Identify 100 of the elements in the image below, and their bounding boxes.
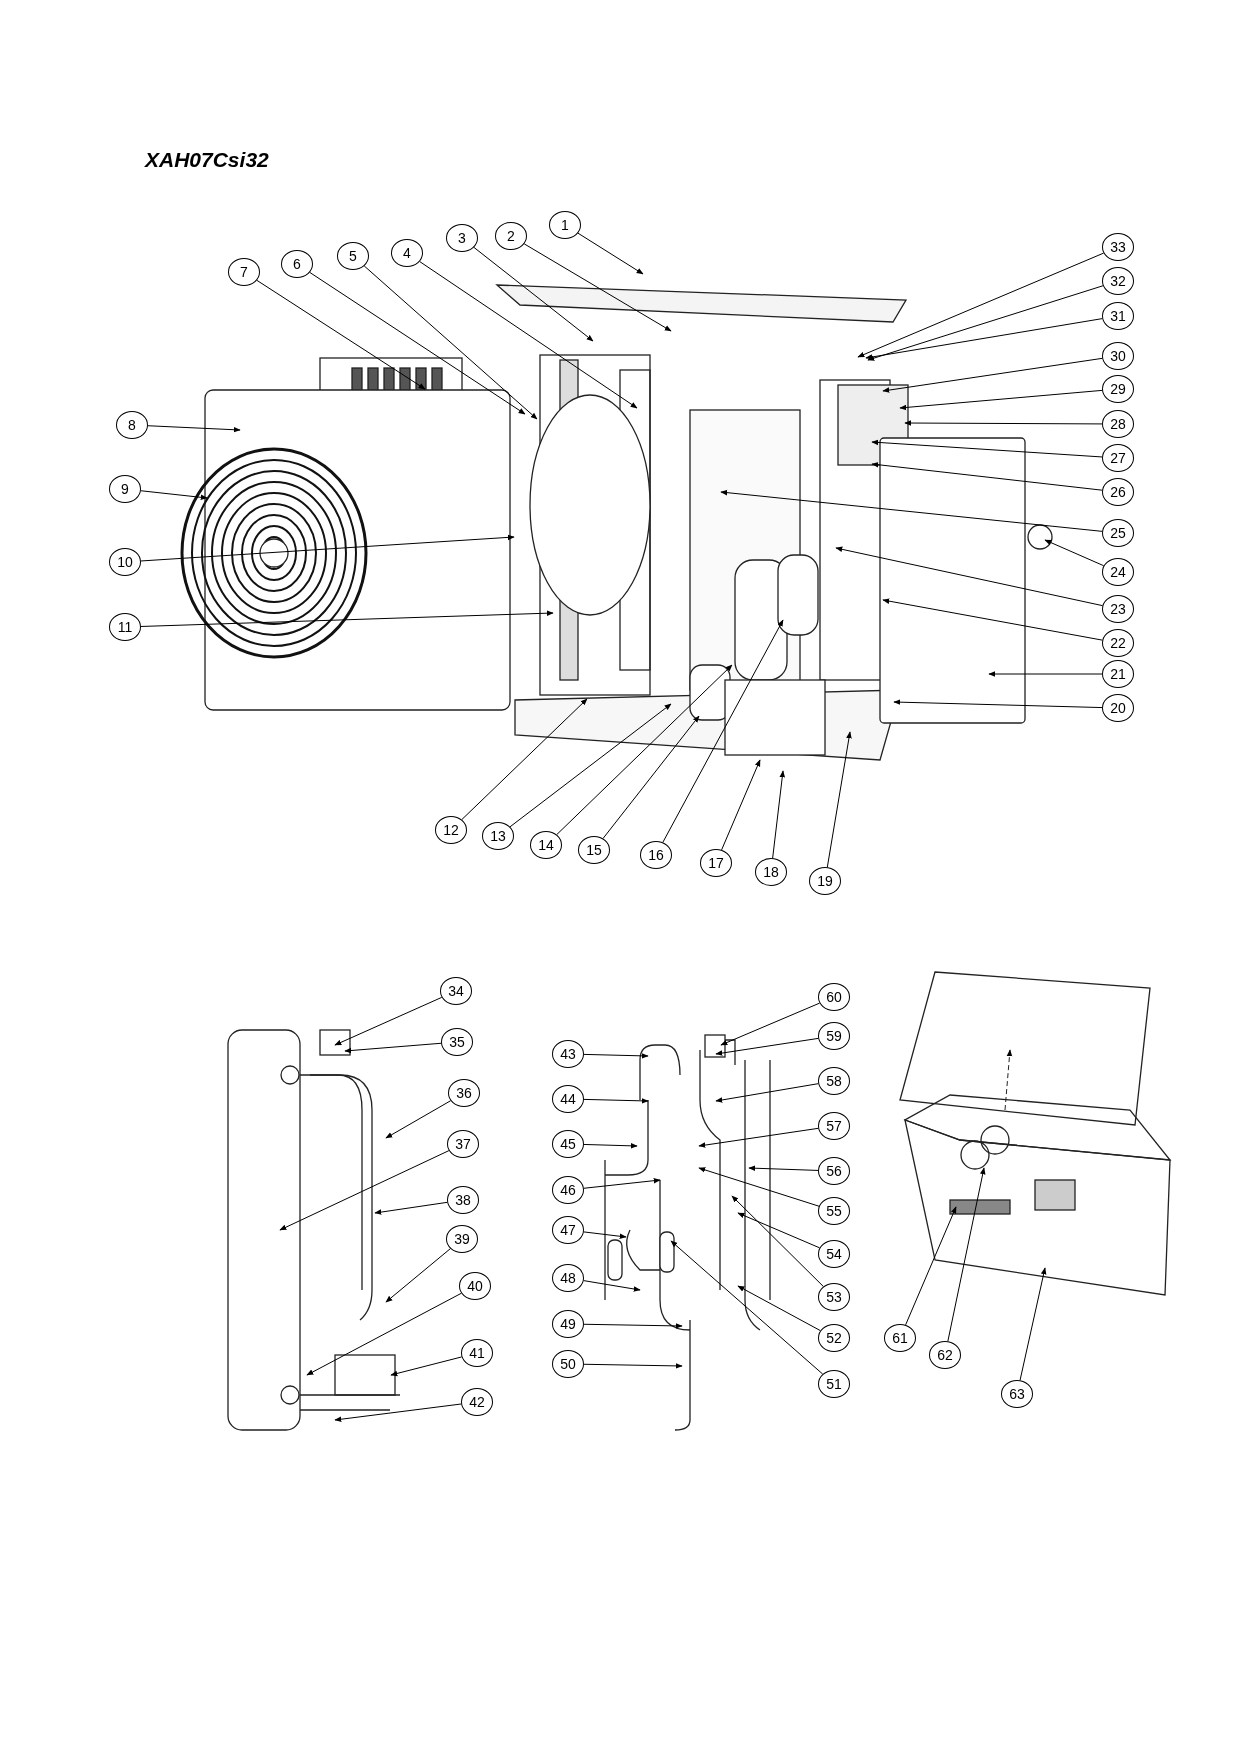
leader-line (583, 1053, 649, 1059)
callout-number: 55 (818, 1197, 850, 1225)
leader-line (344, 1042, 442, 1054)
model-title: XAH07Csi32 (145, 148, 269, 172)
callout-number: 21 (1102, 660, 1134, 688)
callout-number: 13 (482, 822, 514, 850)
leader-line (1019, 1267, 1047, 1381)
leader-line (1044, 539, 1105, 567)
leader-line (140, 490, 208, 501)
leader-line (334, 996, 443, 1046)
leader-line (509, 703, 672, 828)
callout-number: 33 (1102, 233, 1134, 261)
callout-number: 50 (552, 1350, 584, 1378)
callout-number: 57 (818, 1112, 850, 1140)
leader-line (731, 1195, 824, 1287)
leader-line (583, 1280, 641, 1292)
callout-number: 27 (1102, 444, 1134, 472)
callout-number: 19 (809, 867, 841, 895)
leader-line (390, 1356, 463, 1377)
leader-line (473, 246, 594, 342)
leader-line (871, 461, 1103, 491)
callout-number: 8 (116, 411, 148, 439)
leader-line (279, 1150, 450, 1231)
callout-number: 12 (435, 816, 467, 844)
leader-line (583, 1143, 638, 1149)
callout-number: 6 (281, 250, 313, 278)
leader-line (826, 731, 852, 868)
leader-line (772, 770, 786, 859)
leader-line (385, 1100, 452, 1139)
leader-line (835, 546, 1103, 607)
leader-line (698, 1127, 819, 1148)
callout-number: 46 (552, 1176, 584, 1204)
leader-line (882, 357, 1103, 393)
callout-number: 39 (446, 1225, 478, 1253)
callout-number: 18 (755, 858, 787, 886)
leader-line (947, 1167, 986, 1342)
callout-number: 25 (1102, 519, 1134, 547)
callout-number: 28 (1102, 410, 1134, 438)
leader-line (662, 619, 784, 843)
leader-line (602, 715, 700, 839)
callout-number: 22 (1102, 629, 1134, 657)
leader-line (140, 534, 515, 562)
leader-line (867, 285, 1104, 361)
leader-line (748, 1165, 819, 1171)
callout-number: 58 (818, 1067, 850, 1095)
leader-line (363, 265, 538, 420)
leader-line (147, 425, 241, 433)
callout-number: 3 (446, 224, 478, 252)
leader-line (857, 252, 1105, 358)
leader-line (905, 1206, 957, 1326)
callout-number: 20 (1102, 694, 1134, 722)
leader-line (583, 1363, 683, 1369)
leader-line (419, 261, 638, 409)
callout-number: 42 (461, 1388, 493, 1416)
leader-line (334, 1403, 462, 1422)
callout-number: 49 (552, 1310, 584, 1338)
callout-number: 10 (109, 548, 141, 576)
callout-number: 62 (929, 1341, 961, 1369)
leader-line (583, 1231, 627, 1239)
callout-number: 31 (1102, 302, 1134, 330)
leader-line (306, 1292, 462, 1376)
leader-line (893, 699, 1103, 709)
leader-line (882, 598, 1103, 641)
callout-number: 5 (337, 242, 369, 270)
callout-number: 2 (495, 222, 527, 250)
callout-number: 4 (391, 239, 423, 267)
leader-line (583, 1098, 649, 1104)
callout-number: 51 (818, 1370, 850, 1398)
leader-line (899, 389, 1103, 411)
callout-number: 29 (1102, 375, 1134, 403)
callout-number: 59 (818, 1022, 850, 1050)
leader-line (720, 489, 1103, 532)
leader-line (583, 1177, 661, 1189)
callout-number: 63 (1001, 1380, 1033, 1408)
callout-number: 45 (552, 1130, 584, 1158)
callout-number: 11 (109, 613, 141, 641)
leader-line (374, 1201, 448, 1215)
callout-number: 41 (461, 1339, 493, 1367)
callout-number: 14 (530, 831, 562, 859)
leader-line (556, 664, 733, 836)
callout-number: 17 (700, 849, 732, 877)
callout-number: 7 (228, 258, 260, 286)
leader-line (698, 1167, 820, 1207)
callout-number: 9 (109, 475, 141, 503)
callout-number: 34 (440, 977, 472, 1005)
callout-number: 32 (1102, 267, 1134, 295)
callout-number: 60 (818, 983, 850, 1011)
callout-number: 40 (459, 1272, 491, 1300)
callout-number: 52 (818, 1324, 850, 1352)
callout-number: 1 (549, 211, 581, 239)
leader-line (737, 1285, 821, 1332)
callout-number: 48 (552, 1264, 584, 1292)
callout-number: 43 (552, 1040, 584, 1068)
leader-line (737, 1212, 821, 1249)
callout-number: 38 (447, 1186, 479, 1214)
leader-line (720, 1002, 821, 1046)
leader-line (523, 243, 672, 332)
leader-line (256, 279, 426, 390)
callout-number: 44 (552, 1085, 584, 1113)
callout-number: 15 (578, 836, 610, 864)
